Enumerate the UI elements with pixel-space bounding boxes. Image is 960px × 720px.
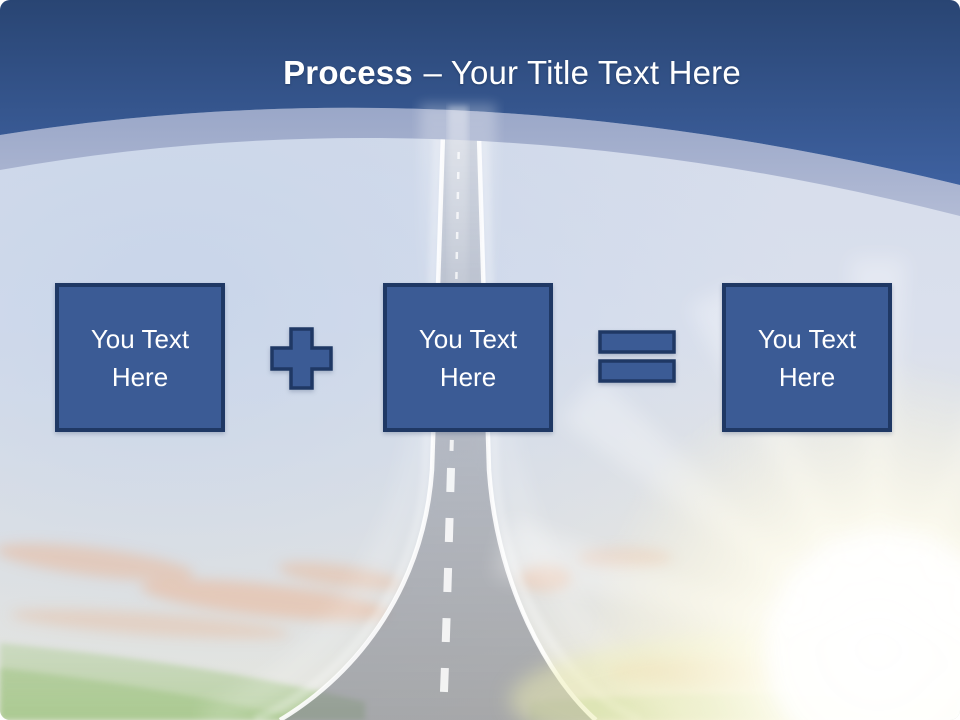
process-box-3-text-line2: Here — [778, 361, 836, 392]
process-box-3-text-line1: You Text — [757, 323, 857, 354]
plus-icon — [270, 327, 333, 390]
process-box-3[interactable]: You Text Here — [722, 283, 892, 432]
header-blue — [0, 0, 960, 185]
title-emphasis: Process — [283, 54, 413, 91]
process-box-1-text-line2: Here — [111, 361, 169, 392]
equals-icon — [598, 330, 676, 383]
header-band — [0, 107, 960, 216]
slide-title: Process – Your Title Text Here — [0, 54, 960, 92]
process-box-1[interactable]: You Text Here — [55, 283, 225, 432]
process-box-2[interactable]: You Text Here — [383, 283, 553, 432]
process-box-1-text-line1: You Text — [90, 323, 190, 354]
title-rest: – Your Title Text Here — [423, 54, 741, 91]
process-box-2-text-line1: You Text — [418, 323, 518, 354]
process-box-2-text-line2: Here — [439, 361, 497, 392]
